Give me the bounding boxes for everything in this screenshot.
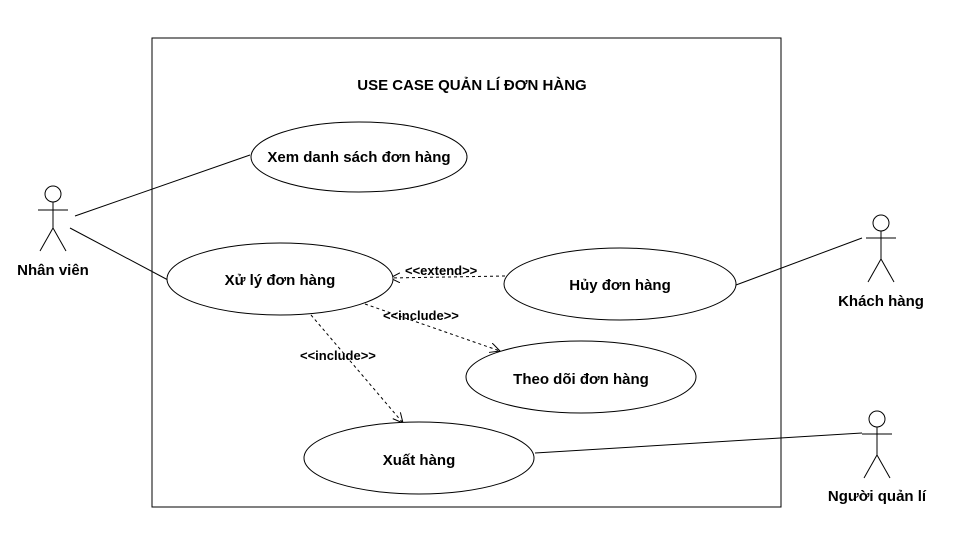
stick-figure-icon [862,410,892,479]
svg-text:Xuất hàng: Xuất hàng [383,452,456,469]
stick-figure-icon [866,214,896,283]
diagram-title: USE CASE QUẢN LÍ ĐƠN HÀNG [357,77,586,94]
association-customer-cancel [735,237,863,286]
svg-text:Hủy đơn hàng: Hủy đơn hàng [569,277,671,294]
svg-text:Nhân viên: Nhân viên [17,262,89,279]
use-case-track: Theo dõi đơn hàng [465,340,697,414]
association-manager-export [534,432,863,454]
svg-text:Khách hàng: Khách hàng [838,293,924,310]
use-case-export: Xuất hàng [303,421,535,495]
extend-arrow [390,276,506,278]
use-case-view: Xem danh sách đơn hàng [250,121,468,193]
svg-text:Theo dõi đơn hàng: Theo dõi đơn hàng [513,371,649,388]
actor-manager: Người quản lí [828,410,927,505]
svg-text:Người quản lí: Người quản lí [828,488,927,505]
extend-label: <<extend>> [405,263,478,278]
svg-text:Xử lý đơn hàng: Xử lý đơn hàng [225,272,336,289]
actor-customer: Khách hàng [838,214,924,310]
actor-staff: Nhân viên [17,185,89,279]
stick-figure-icon [38,185,68,252]
association-staff-view [74,154,251,217]
include-label-export: <<include>> [300,348,376,363]
use-case-cancel: Hủy đơn hàng [503,247,737,321]
association-staff-process [69,227,169,281]
include-label-track: <<include>> [383,308,459,323]
svg-text:Xem danh sách đơn hàng: Xem danh sách đơn hàng [267,149,450,166]
use-case-process: Xử lý đơn hàng [166,242,394,316]
